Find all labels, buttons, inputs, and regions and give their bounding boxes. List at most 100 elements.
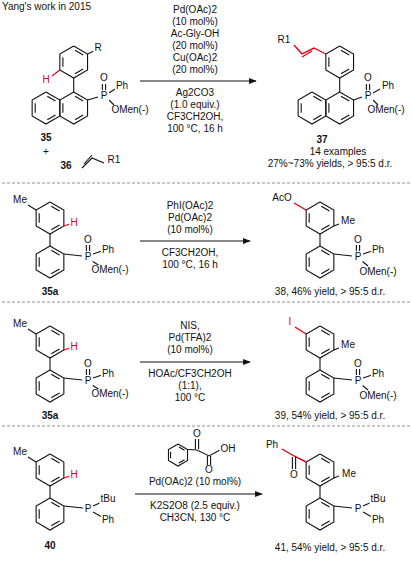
bond xyxy=(188,450,221,457)
chem-label: Me xyxy=(340,216,356,226)
bond xyxy=(105,84,106,90)
bond xyxy=(36,454,64,486)
bond xyxy=(39,257,40,266)
chem-label: Ph xyxy=(101,515,115,525)
bond xyxy=(89,245,90,251)
bond xyxy=(309,213,310,222)
chem-label: 38, 46% yield, > 95:5 d.r. xyxy=(274,287,386,297)
chem-label: O xyxy=(83,359,93,369)
bond xyxy=(321,374,329,379)
bond xyxy=(28,205,36,210)
bond xyxy=(313,96,321,101)
bond xyxy=(52,70,60,76)
chem-label: (1:1), xyxy=(177,381,202,391)
bond xyxy=(321,477,329,482)
bond xyxy=(86,369,87,375)
section-divider xyxy=(2,183,410,184)
bond xyxy=(356,369,357,375)
bond xyxy=(334,506,352,508)
bond xyxy=(75,69,83,74)
bond xyxy=(339,78,340,92)
bond xyxy=(49,486,50,498)
chem-label: P xyxy=(354,252,363,262)
reaction-arrow xyxy=(140,361,250,362)
bond xyxy=(51,349,59,354)
chem-label: (10 mol%) xyxy=(166,345,214,355)
bond xyxy=(306,202,334,234)
section-divider xyxy=(2,426,410,427)
bond xyxy=(328,103,329,112)
bond xyxy=(49,358,50,370)
chem-label: 41, 54% yield, > 95:5 d.r. xyxy=(274,543,386,553)
bond xyxy=(170,452,171,459)
bond xyxy=(306,454,334,486)
chem-label: 100 °C, 16 h xyxy=(161,260,219,270)
chem-label: Ph xyxy=(371,369,385,379)
chem-label: O xyxy=(289,470,299,480)
compound-number: 35a xyxy=(41,411,60,421)
chem-label: 39, 54% yield, > 95:5 d.r. xyxy=(274,411,386,421)
bond xyxy=(39,337,40,346)
bond xyxy=(302,51,312,57)
bond xyxy=(35,103,36,112)
reaction-arrow xyxy=(140,240,250,241)
bond xyxy=(51,393,59,398)
bond xyxy=(60,92,88,124)
chem-label: 14 examples xyxy=(309,147,368,157)
chem-label: OMen(-) xyxy=(90,265,129,275)
bond xyxy=(51,225,59,230)
bond xyxy=(321,502,329,507)
chem-label: O xyxy=(353,359,363,369)
bond xyxy=(47,96,55,101)
section-divider xyxy=(2,302,410,303)
bond xyxy=(36,246,64,278)
chem-label: O xyxy=(192,429,202,439)
bond xyxy=(362,385,368,390)
compound-number: 35 xyxy=(39,133,52,143)
bond xyxy=(298,92,326,124)
chem-label: (1.0 equiv.) xyxy=(169,100,220,110)
compound-number: 36 xyxy=(59,161,72,171)
bond xyxy=(36,326,64,358)
chem-label: (20 mol%) xyxy=(171,65,219,75)
chem-label: H xyxy=(69,470,78,480)
chem-label: O xyxy=(99,73,109,83)
chem-label: PhI(OAc)2 xyxy=(166,201,215,211)
bond xyxy=(51,502,59,507)
chem-label: Ph xyxy=(101,245,115,255)
chem-label: Cu(OAc)2 xyxy=(172,53,218,63)
bond xyxy=(334,476,339,478)
chem-label: O xyxy=(204,465,214,475)
bond xyxy=(51,269,59,274)
bond xyxy=(168,444,187,466)
bond xyxy=(28,329,36,334)
chem-label: Me xyxy=(341,469,357,479)
bond xyxy=(341,50,349,55)
bond xyxy=(64,506,83,508)
bond xyxy=(321,206,329,211)
chem-label: NIS, xyxy=(179,321,200,331)
chem-label: P xyxy=(364,91,373,101)
chem-label: (10 mol%) xyxy=(171,17,219,27)
bond xyxy=(51,458,59,463)
bond xyxy=(36,370,64,402)
chem-label: OMen(-) xyxy=(366,105,405,115)
compound-number: 37 xyxy=(315,135,328,145)
bond xyxy=(179,460,185,463)
chem-label: Ac-Gly-OH xyxy=(170,29,220,39)
bond xyxy=(64,378,82,380)
chem-label: R1 xyxy=(277,35,292,45)
bond xyxy=(198,439,199,449)
chem-label: + xyxy=(42,147,50,157)
chem-label: K2S2O8 (2.5 equiv.) xyxy=(149,501,241,511)
bond xyxy=(49,234,50,246)
chem-label: P xyxy=(100,91,109,101)
bond xyxy=(51,250,59,255)
bond xyxy=(282,449,306,462)
chem-label: O xyxy=(363,73,373,83)
bond xyxy=(341,69,349,74)
bond xyxy=(51,206,59,211)
bond xyxy=(334,378,352,380)
bond xyxy=(195,439,196,449)
bond xyxy=(313,115,321,120)
